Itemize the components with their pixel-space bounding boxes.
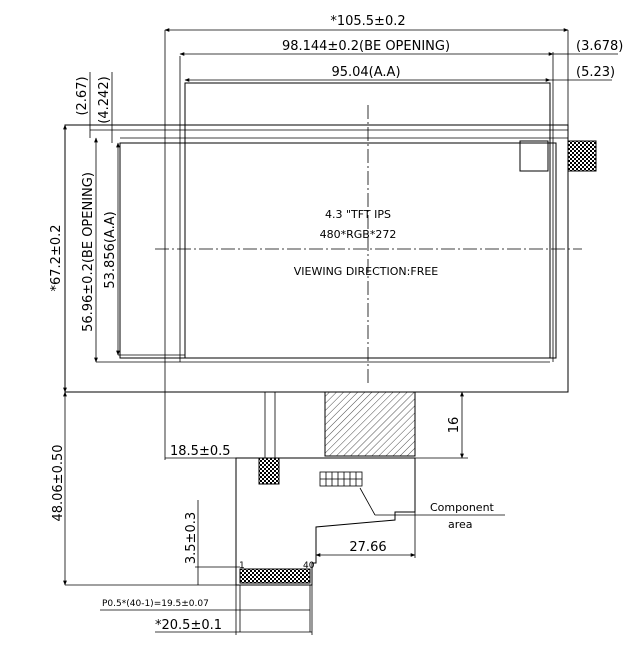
dim-fpc-offset: 18.5±0.5 <box>170 444 231 459</box>
dim-pitch: P0.5*(40-1)=19.5±0.07 <box>102 599 209 609</box>
module-outline <box>64 124 569 393</box>
component-label-1: Component <box>430 501 495 514</box>
dim-connector-width: *20.5±0.1 <box>155 618 222 633</box>
dim-be-opening-width: 98.144±0.2(BE OPENING) <box>282 39 450 54</box>
panel-text-size: 4.3 "TFT IPS <box>325 208 391 221</box>
component-label-2: area <box>448 518 473 531</box>
dim-outline-width: *105.5±0.2 <box>330 14 405 29</box>
dim-fpc-tail-height: 48.06±0.50 <box>51 444 66 521</box>
driver-ic-area <box>324 391 416 457</box>
backlight-pad <box>567 140 597 172</box>
dim-shoulder-width: 27.66 <box>349 540 386 555</box>
dim-stiffener-height: 3.5±0.3 <box>184 512 199 564</box>
dim-outline-height: *67.2±0.2 <box>49 224 64 291</box>
dim-be-offset-right: (3.678) <box>576 39 623 54</box>
backlight-tab <box>519 140 549 172</box>
pin-label-first: 1 <box>239 561 245 571</box>
dim-aa-height: 53.856(A.A) <box>103 211 118 288</box>
dim-top-offset-2: (4.242) <box>97 76 112 123</box>
dim-top-offset-1: (2.67) <box>75 76 90 115</box>
dim-aa-width: 95.04(A.A) <box>331 65 400 80</box>
dim-chip-height: 16 <box>447 417 462 434</box>
active-area <box>184 82 551 359</box>
dim-be-opening-height: 56.96±0.2(BE OPENING) <box>81 172 96 332</box>
fpc-patch <box>258 457 280 485</box>
dim-aa-offset-right: (5.23) <box>576 65 615 80</box>
pin-label-last: 40 <box>303 561 315 571</box>
connector-fingers <box>239 568 311 584</box>
panel-text-viewing: VIEWING DIRECTION:FREE <box>294 265 439 278</box>
panel-text-resolution: 480*RGB*272 <box>320 228 397 241</box>
